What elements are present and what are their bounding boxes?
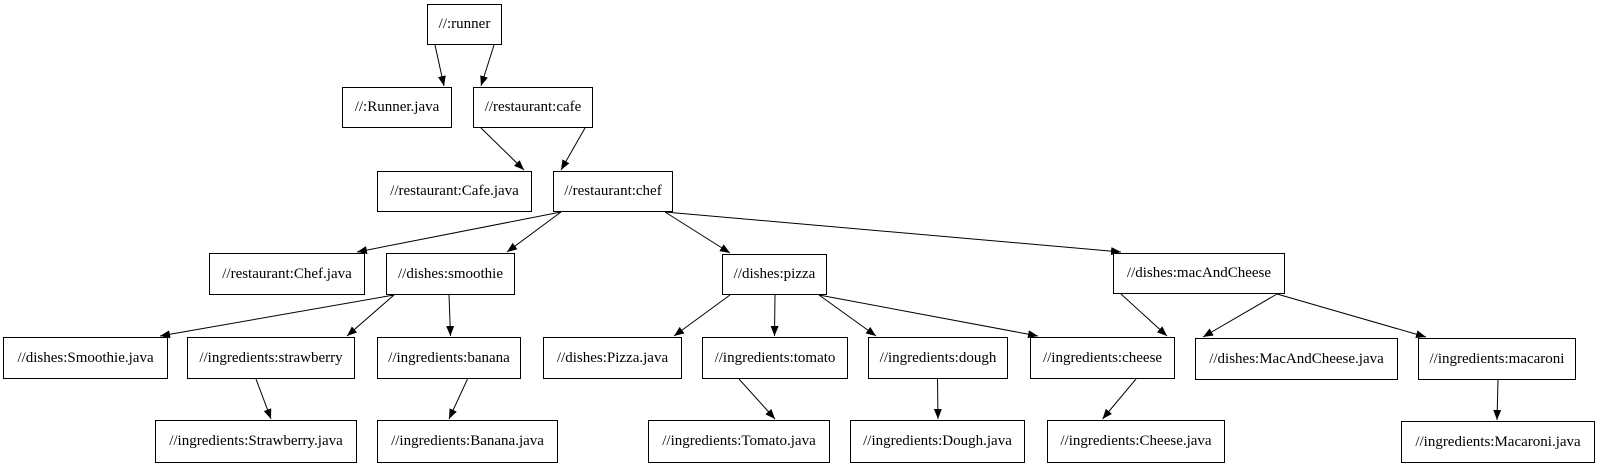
graph-edges: [159, 44, 1502, 421]
graph-edge-pizza-to-pizza_java: [673, 294, 731, 337]
graph-edge-macaroni-to-macaroni_java: [1493, 379, 1502, 421]
graph-node-strawberry_java: //ingredients:Strawberry.java: [155, 420, 357, 463]
graph-edge-pizza-to-tomato: [770, 294, 779, 337]
graph-node-chef_java: //restaurant:Chef.java: [209, 253, 365, 295]
graph-edge-banana-to-banana_java: [448, 378, 468, 420]
graph-edge-dough-to-dough_java: [933, 378, 942, 420]
graph-edge-chef-to-macandcheese: [664, 211, 1122, 256]
graph-edge-macandcheese-to-cheese: [1120, 293, 1168, 337]
graph-node-runner_java: //:Runner.java: [342, 87, 452, 128]
graph-node-cheese_java: //ingredients:Cheese.java: [1047, 420, 1225, 463]
graph-node-macandcheese_java: //dishes:MacAndCheese.java: [1195, 338, 1398, 380]
graph-edge-pizza-to-cheese: [818, 294, 1039, 339]
graph-node-cheese: //ingredients:cheese: [1030, 337, 1175, 379]
graph-edge-cafe-to-chef: [560, 127, 586, 171]
graph-edge-chef-to-smoothie: [506, 211, 562, 253]
graph-edge-chef-to-chef_java: [356, 211, 562, 255]
graph-edge-runner-to-runner_java: [434, 44, 446, 87]
graph-edge-cafe-to-cafe_java: [480, 127, 525, 171]
graph-node-pizza: //dishes:pizza: [722, 254, 827, 295]
graph-node-cafe_java: //restaurant:Cafe.java: [377, 171, 532, 212]
graph-node-banana_java: //ingredients:Banana.java: [377, 420, 558, 463]
graph-node-macaroni_java: //ingredients:Macaroni.java: [1401, 421, 1595, 463]
graph-edge-macandcheese-to-macandcheese_java: [1202, 293, 1278, 338]
graph-node-chef: //restaurant:chef: [553, 171, 673, 212]
graph-edge-runner-to-cafe: [480, 44, 495, 87]
graph-node-pizza_java: //dishes:Pizza.java: [543, 337, 682, 379]
graph-node-macaroni: //ingredients:macaroni: [1418, 338, 1576, 380]
graph-node-strawberry: //ingredients:strawberry: [187, 337, 355, 379]
graph-edge-cheese-to-cheese_java: [1102, 378, 1137, 420]
graph-edge-strawberry-to-strawberry_java: [255, 378, 272, 420]
graph-node-dough: //ingredients:dough: [868, 337, 1008, 379]
graph-node-banana: //ingredients:banana: [377, 337, 521, 379]
graph-node-dough_java: //ingredients:Dough.java: [850, 420, 1025, 463]
graph-edge-smoothie-to-banana: [446, 294, 455, 337]
graph-node-smoothie: //dishes:smoothie: [386, 253, 515, 295]
graph-node-macandcheese: //dishes:macAndCheese: [1113, 253, 1285, 294]
graph-edge-smoothie-to-smoothie_java: [159, 294, 395, 339]
graph-node-smoothie_java: //dishes:Smoothie.java: [3, 337, 168, 379]
graph-edge-pizza-to-dough: [818, 294, 877, 337]
graph-edge-chef-to-pizza: [664, 211, 731, 254]
graph-edge-macandcheese-to-macaroni: [1276, 293, 1427, 339]
graph-edge-smoothie-to-strawberry: [346, 294, 395, 337]
graph-node-runner: //:runner: [427, 4, 502, 45]
graph-edge-tomato-to-tomato_java: [738, 378, 776, 420]
graph-node-tomato_java: //ingredients:Tomato.java: [648, 420, 830, 463]
graph-node-cafe: //restaurant:cafe: [473, 87, 593, 128]
graph-node-tomato: //ingredients:tomato: [702, 337, 848, 379]
